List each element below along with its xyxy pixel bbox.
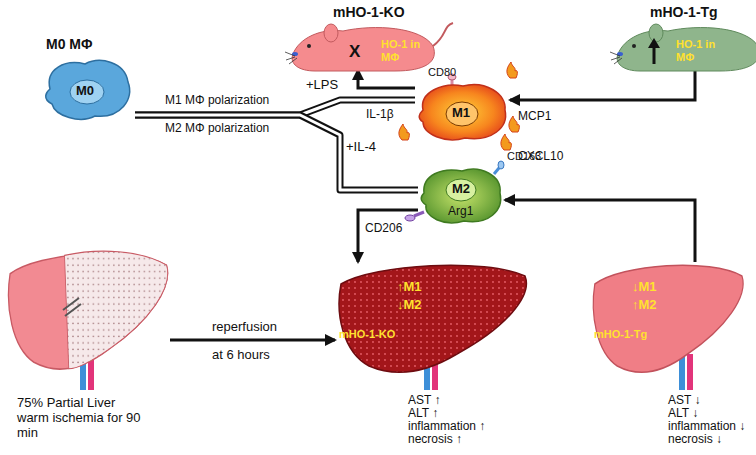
- mouse-figure: mHO-1-KO X HO-1 in MΦ: [285, 4, 455, 70]
- process-label: M1 MΦ polarization: [165, 94, 269, 108]
- edge-label: +IL-4: [346, 140, 376, 155]
- connector: [505, 200, 695, 262]
- outcome-label: inflammation ↓: [668, 420, 745, 434]
- connector: [170, 340, 335, 341]
- node-text: M0: [76, 84, 94, 99]
- node-text: HO-1 in MΦ: [381, 38, 423, 63]
- outcome-label: inflammation ↑: [408, 420, 485, 434]
- cd163-receptor: [494, 161, 504, 174]
- node-text: 75% Partial Liver warm ischemia for 90 m…: [17, 396, 145, 441]
- node-text: ↑M2: [632, 298, 657, 313]
- edge-label: reperfusion: [212, 320, 277, 335]
- node-text: ↑M1: [397, 280, 422, 295]
- marker-label: CD163: [507, 150, 541, 163]
- node-text: ↓M1: [632, 280, 657, 295]
- marker-label: CD80: [428, 66, 456, 79]
- process-label: M2 MΦ polarization: [165, 122, 269, 136]
- node-heading: mHO-1-KO: [333, 4, 405, 20]
- node-text: ↓M2: [397, 298, 422, 313]
- m2-macrophage: M2Arg1: [418, 165, 505, 227]
- node-heading: mHO-1-Tg: [650, 4, 718, 20]
- node-text: Arg1: [448, 205, 473, 219]
- outcome-label: AST ↑: [408, 394, 440, 408]
- edge-label: +LPS: [306, 78, 338, 93]
- liver-figure: ↑M1 ↓M2 mHO-1-KO: [335, 262, 530, 390]
- node-text: M2: [452, 182, 470, 197]
- connector: [358, 70, 415, 88]
- connector: [135, 115, 418, 190]
- node-text: mHO-1-Tg: [594, 328, 647, 341]
- shape-outline: [335, 262, 530, 390]
- outcome-label: necrosis ↓: [668, 433, 722, 447]
- shape-outline: [285, 22, 455, 72]
- shape-outline: [5, 250, 170, 390]
- node-text: M1: [452, 106, 470, 121]
- mouse-figure: mHO-1-TgHO-1 in MΦ: [610, 4, 754, 70]
- node-heading: M0 MΦ: [46, 36, 93, 52]
- marker-label: CD206: [365, 222, 402, 236]
- edge-note: at 6 hours: [212, 348, 270, 363]
- node-text: HO-1 in MΦ: [676, 38, 718, 63]
- cytokine-flame: [399, 62, 520, 150]
- shape-outline: [590, 262, 745, 390]
- marker-label: MCP1: [518, 110, 551, 124]
- liver-figure: ↓M1 ↑M2 mHO-1-Tg: [590, 262, 745, 390]
- node-text: X: [349, 42, 360, 62]
- outcome-label: ALT ↑: [408, 407, 438, 421]
- m1-macrophage: M1: [415, 80, 510, 142]
- outcome-label: ALT ↓: [668, 407, 698, 421]
- macrophage-cell: M0 MΦ M0: [40, 36, 135, 126]
- node-text: mHO-1-KO: [339, 328, 395, 341]
- connector: [358, 210, 418, 262]
- connector: [510, 70, 695, 100]
- outcome-label: necrosis ↑: [408, 433, 462, 447]
- liver-figure: 75% Partial Liver warm ischemia for 90 m…: [5, 250, 170, 448]
- marker-label: IL-1β: [366, 108, 394, 122]
- outcome-label: AST ↓: [668, 394, 700, 408]
- cd206-receptor: [405, 212, 424, 221]
